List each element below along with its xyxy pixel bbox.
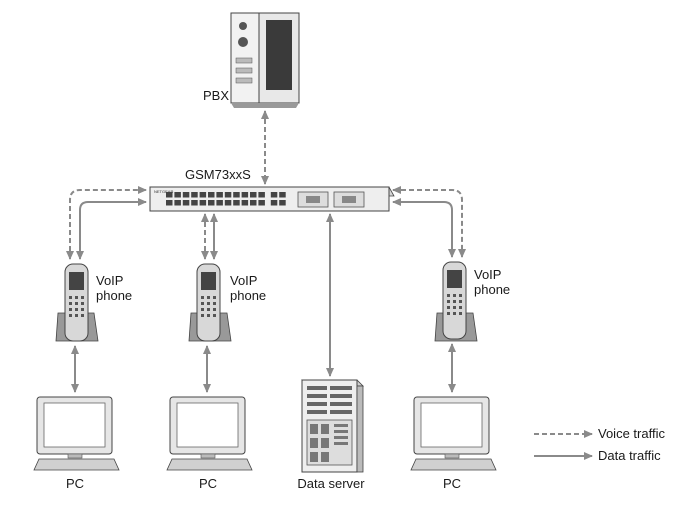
switch-port [279, 200, 286, 206]
pc-3-icon [410, 396, 497, 471]
switch-port [166, 192, 173, 198]
voip-phone-1-label: VoIP phone [96, 273, 133, 303]
switch-port [182, 200, 190, 206]
switch-port [250, 192, 257, 198]
data-server-label: Data server [297, 476, 365, 491]
pbx-label: PBX [203, 88, 230, 103]
voip-phone-3-icon [434, 261, 478, 342]
voip-phone-1-icon [55, 263, 99, 342]
switch-port [270, 200, 278, 206]
switch-port [250, 200, 257, 206]
switch-port [166, 200, 173, 206]
legend-data-label: Data traffic [598, 448, 661, 463]
switch-port [241, 192, 249, 198]
switch-label: GSM73xxS [185, 167, 251, 182]
switch-port [182, 192, 190, 198]
switch-port [233, 200, 240, 206]
switch-port [224, 200, 232, 206]
svg-text:NETGEAR: NETGEAR [154, 189, 173, 194]
switch-port [191, 200, 198, 206]
pbx-icon [230, 12, 300, 108]
pc-3-label: PC [442, 476, 462, 491]
switch-port [233, 192, 240, 198]
switch-port [191, 192, 198, 198]
voice-link-phone3-switch [392, 186, 466, 258]
pc-1-label: PC [65, 476, 85, 491]
data-server-icon [301, 379, 364, 473]
switch-port [258, 200, 265, 206]
pc-1-icon [33, 396, 120, 471]
switch-port [199, 192, 207, 198]
data-link-phone1-switch [76, 198, 147, 260]
switch-port [279, 192, 286, 198]
switch-port [258, 192, 265, 198]
pc-2-label: PC [198, 476, 218, 491]
pc-2-icon [166, 396, 253, 471]
voice-link-phone1-switch [66, 186, 147, 260]
switch-port [216, 192, 223, 198]
switch-port [241, 200, 249, 206]
switch-port [174, 192, 181, 198]
voip-phone-2-label: VoIP phone [230, 273, 267, 303]
voip-phone-3-label: VoIP phone [474, 267, 511, 297]
voip-phone-2-icon [188, 263, 232, 342]
switch-port [199, 200, 207, 206]
data-link-phone3-switch [392, 198, 456, 258]
switch-port [208, 200, 215, 206]
switch-port [208, 192, 215, 198]
switch-icon: NETGEAR [149, 186, 395, 212]
switch-port [224, 192, 232, 198]
legend-voice-label: Voice traffic [598, 426, 665, 441]
switch-port [174, 200, 181, 206]
switch-port [270, 192, 278, 198]
switch-port [216, 200, 223, 206]
